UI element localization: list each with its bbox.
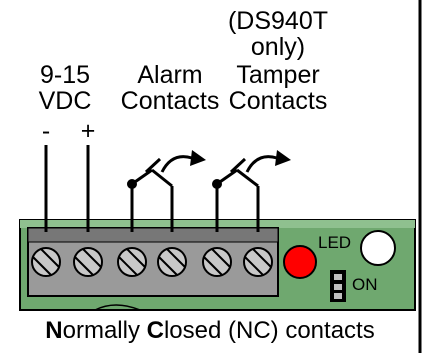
alarm-label-line2: Contacts [120, 87, 220, 115]
power-label-line2: VDC [38, 87, 92, 115]
white-led [360, 230, 396, 266]
terminal-screw-3 [117, 247, 147, 277]
terminal-screw-5 [202, 247, 232, 277]
terminal-screw-1 [31, 247, 61, 277]
terminal-screw-6 [243, 247, 273, 277]
power-label-line1: 9-15 [39, 61, 91, 89]
caption-c: C [146, 317, 164, 344]
tamper-contact-switch [212, 150, 291, 232]
minus-terminal-label: - [41, 117, 51, 145]
tamper-label-line1: Tamper [236, 61, 320, 89]
red-led [283, 245, 317, 279]
caption: Normally Closed (NC) contacts [0, 318, 420, 344]
on-label: ON [352, 275, 378, 294]
led-label: LED [318, 233, 352, 252]
jumper [330, 270, 346, 302]
terminal-screw-2 [73, 247, 103, 277]
caption-part1: ormally [62, 317, 147, 344]
caption-n: N [45, 317, 63, 344]
board-edge-detail [94, 304, 141, 311]
tamper-note-line2: only) [250, 33, 306, 61]
terminal-block-top [27, 227, 279, 243]
alarm-label-line1: Alarm [137, 61, 203, 89]
caption-part2: losed (NC) contacts [163, 317, 375, 344]
alarm-contact-switch [127, 150, 206, 232]
tamper-note-line1: (DS940T [227, 7, 329, 35]
terminal-screws [31, 247, 273, 277]
terminal-screw-4 [157, 247, 187, 277]
plus-terminal-label: + [80, 117, 96, 145]
tamper-label-line2: Contacts [228, 87, 328, 115]
